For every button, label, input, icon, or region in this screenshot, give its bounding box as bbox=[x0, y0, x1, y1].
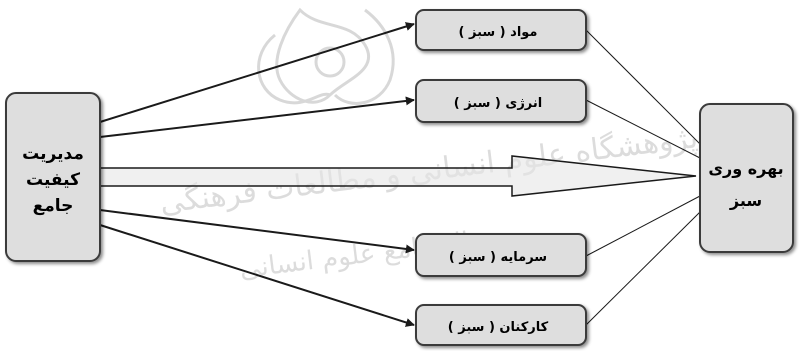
arrow-to-capital bbox=[99, 209, 415, 254]
target-line-2: سبز bbox=[729, 191, 762, 210]
watermark-emblem bbox=[257, 7, 395, 105]
arrow-to-staff bbox=[99, 224, 415, 327]
resource-box-materials: مواد ( سبز ) bbox=[415, 9, 587, 51]
connector-energy bbox=[585, 99, 701, 159]
resource-label-materials: مواد ( سبز ) bbox=[459, 25, 538, 40]
resource-label-energy: انرژی ( سبز ) bbox=[454, 96, 542, 111]
target-line-1: بهره وری bbox=[708, 159, 783, 178]
main-flow-arrow bbox=[99, 155, 697, 197]
resource-box-staff: کارکنان ( سبز ) bbox=[415, 304, 587, 346]
target-box: بهره وری سبز bbox=[699, 103, 794, 253]
connector-staff bbox=[585, 211, 701, 326]
connector-capital bbox=[585, 195, 701, 257]
source-box: مدیریت کیفیت جامع bbox=[5, 92, 101, 262]
resource-label-staff: کارکنان ( سبز ) bbox=[448, 320, 549, 335]
source-line-2: کیفیت bbox=[26, 170, 80, 190]
arrow-to-energy bbox=[99, 96, 415, 138]
source-line-1: مدیریت bbox=[22, 144, 84, 164]
connector-materials bbox=[585, 29, 701, 145]
resource-label-capital: سرمایه ( سبز ) bbox=[449, 250, 547, 265]
resource-box-capital: سرمایه ( سبز ) bbox=[415, 233, 587, 277]
source-line-3: جامع bbox=[33, 196, 74, 216]
resource-box-energy: انرژی ( سبز ) bbox=[415, 79, 587, 123]
arrow-to-materials bbox=[99, 22, 415, 123]
